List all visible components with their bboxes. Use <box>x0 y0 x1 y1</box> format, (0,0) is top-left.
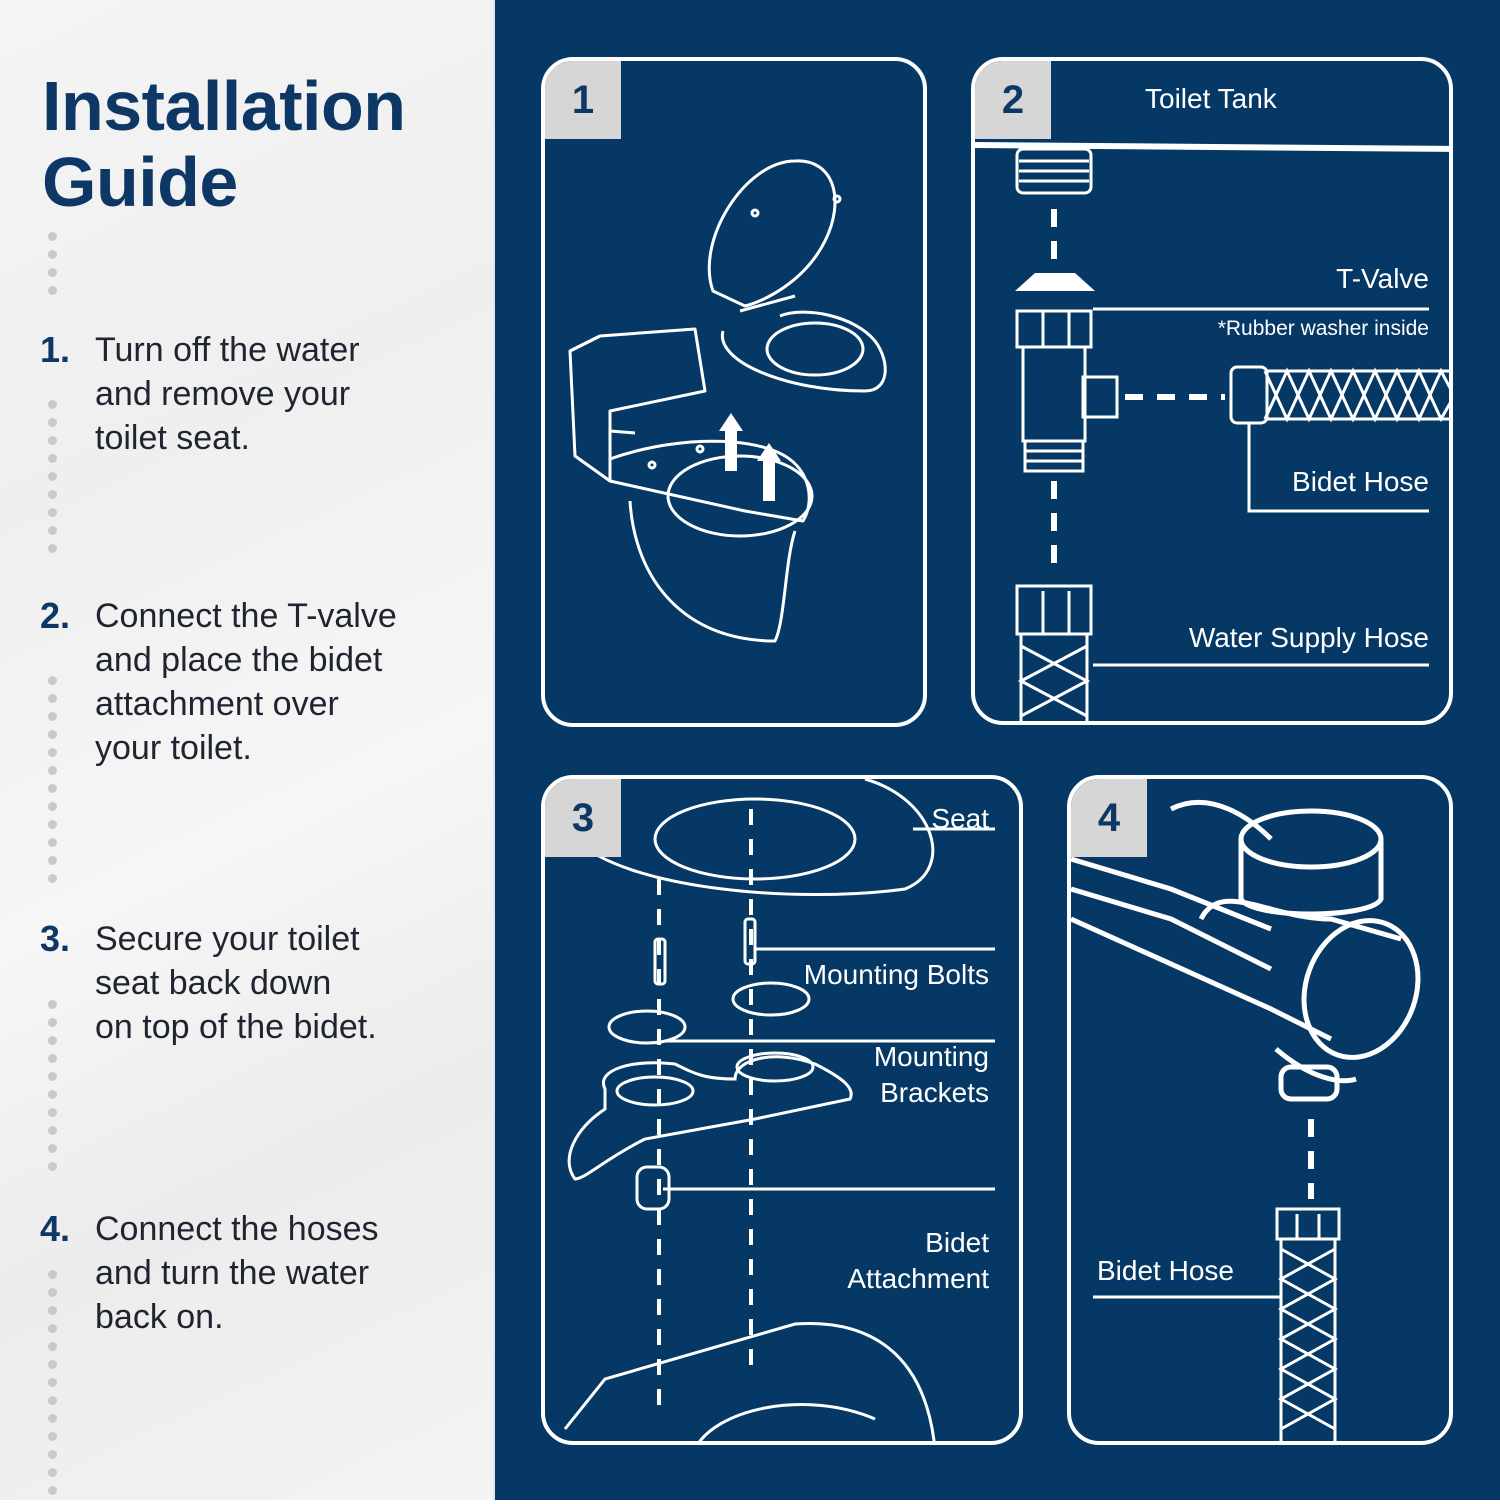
label-mounting-brackets: Mounting Brackets <box>873 1041 989 1108</box>
panel-step-2: 2 Toilet Tank T-Valve *Rubber washer ins… <box>971 57 1453 725</box>
seat-mounting-diagram <box>563 779 995 1441</box>
step-badge: 2 <box>975 61 1051 139</box>
step-badge: 4 <box>1071 779 1147 857</box>
dotted-divider <box>48 232 58 304</box>
instructions-sidebar: Installation Guide 1. Turn off the water… <box>0 0 495 1500</box>
label-water-supply-hose: Water Supply Hose <box>1188 622 1429 653</box>
panel-step-4: 4 Bidet Hose <box>1067 775 1453 1445</box>
step-text: Turn off the water and remove your toile… <box>95 331 360 457</box>
label-t-valve: T-Valve <box>1336 263 1429 294</box>
title-line-1: Installation <box>42 67 406 145</box>
panel-step-1: 1 <box>541 57 927 727</box>
step-text: Connect the hoses and turn the water bac… <box>95 1210 379 1336</box>
step-number: 3. <box>40 918 71 959</box>
step-badge: 3 <box>545 779 621 857</box>
label-toilet-tank: Toilet Tank <box>1145 83 1277 114</box>
diagram-area: 1 <box>495 0 1500 1500</box>
title-line-2: Guide <box>42 143 238 221</box>
label-seat: Seat <box>931 803 989 834</box>
step-badge: 1 <box>545 61 621 139</box>
toilet-seat-removal-illustration <box>568 159 887 643</box>
step-text: Connect the T-valve and place the bidet … <box>95 597 397 767</box>
label-mounting-bolts: Mounting Bolts <box>803 959 989 990</box>
label-rubber-washer-note: *Rubber washer inside <box>1217 317 1429 340</box>
dotted-divider <box>48 400 58 562</box>
step-text: Secure your toilet seat back down on top… <box>95 920 377 1046</box>
step-number: 1. <box>40 329 71 370</box>
step-number: 2. <box>40 595 71 636</box>
label-bidet-hose: Bidet Hose <box>1097 1255 1234 1286</box>
step-number: 4. <box>40 1208 71 1249</box>
label-bidet-attachment: Bidet Attachment <box>847 1227 989 1294</box>
t-valve-connection-diagram <box>975 142 1449 721</box>
dotted-divider <box>48 676 58 892</box>
label-bidet-hose: Bidet Hose <box>1292 466 1429 497</box>
panel-step-3: 3 Seat Mounting Bolts Mounting Brackets … <box>541 775 1023 1445</box>
dotted-divider <box>48 1270 58 1504</box>
bidet-hose-connection-diagram <box>1071 799 1421 1441</box>
page-title: Installation Guide <box>42 67 406 221</box>
dotted-divider <box>48 1000 58 1180</box>
